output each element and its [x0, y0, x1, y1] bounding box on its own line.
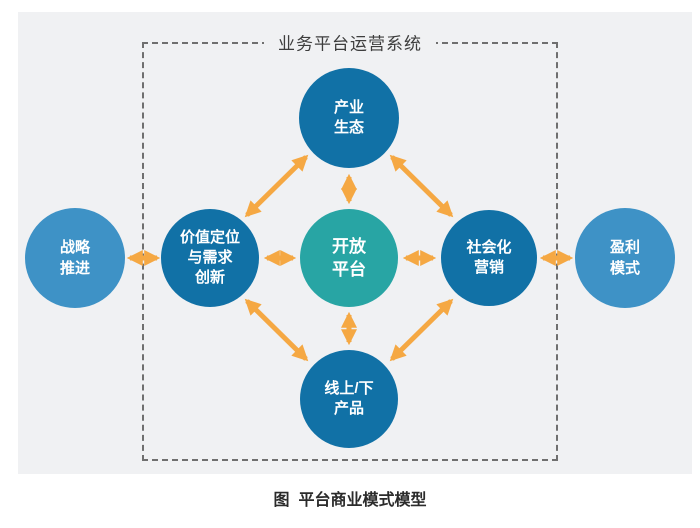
node-label-line: 社会化	[466, 239, 512, 256]
node-label-line: 产业	[333, 99, 364, 116]
system-boundary-label: 业务平台运营系统	[264, 27, 436, 57]
node-label-line: 战略	[59, 239, 90, 256]
node-industry-ecology: 产业 生态	[299, 68, 399, 168]
node-profit-model: 盈利 模式	[575, 208, 675, 308]
node-label-line: 推进	[59, 260, 90, 277]
node-label-line: 生态	[333, 119, 364, 136]
node-label-line: 创新	[194, 269, 225, 286]
node-label-line: 营销	[473, 259, 504, 276]
node-label-line: 开放	[332, 237, 366, 256]
node-label-line: 模式	[609, 260, 640, 277]
node-social-marketing: 社会化 营销	[441, 210, 537, 306]
figure-caption: 图 平台商业模式模型	[273, 492, 427, 509]
node-label-line: 与需求	[187, 249, 233, 266]
node-online-offline-products: 线上/下 产品	[300, 350, 398, 448]
node-label-line: 线上/下	[324, 380, 374, 397]
node-label-line: 平台	[332, 260, 366, 279]
node-value-positioning: 价值定位 与需求 创新	[161, 209, 259, 307]
node-label-line: 盈利	[609, 239, 640, 256]
node-label-line: 价值定位	[179, 229, 240, 246]
node-label-line: 产品	[333, 400, 364, 417]
node-strategy-advancement: 战略 推进	[25, 208, 125, 308]
node-open-platform: 开放 平台	[300, 209, 398, 307]
